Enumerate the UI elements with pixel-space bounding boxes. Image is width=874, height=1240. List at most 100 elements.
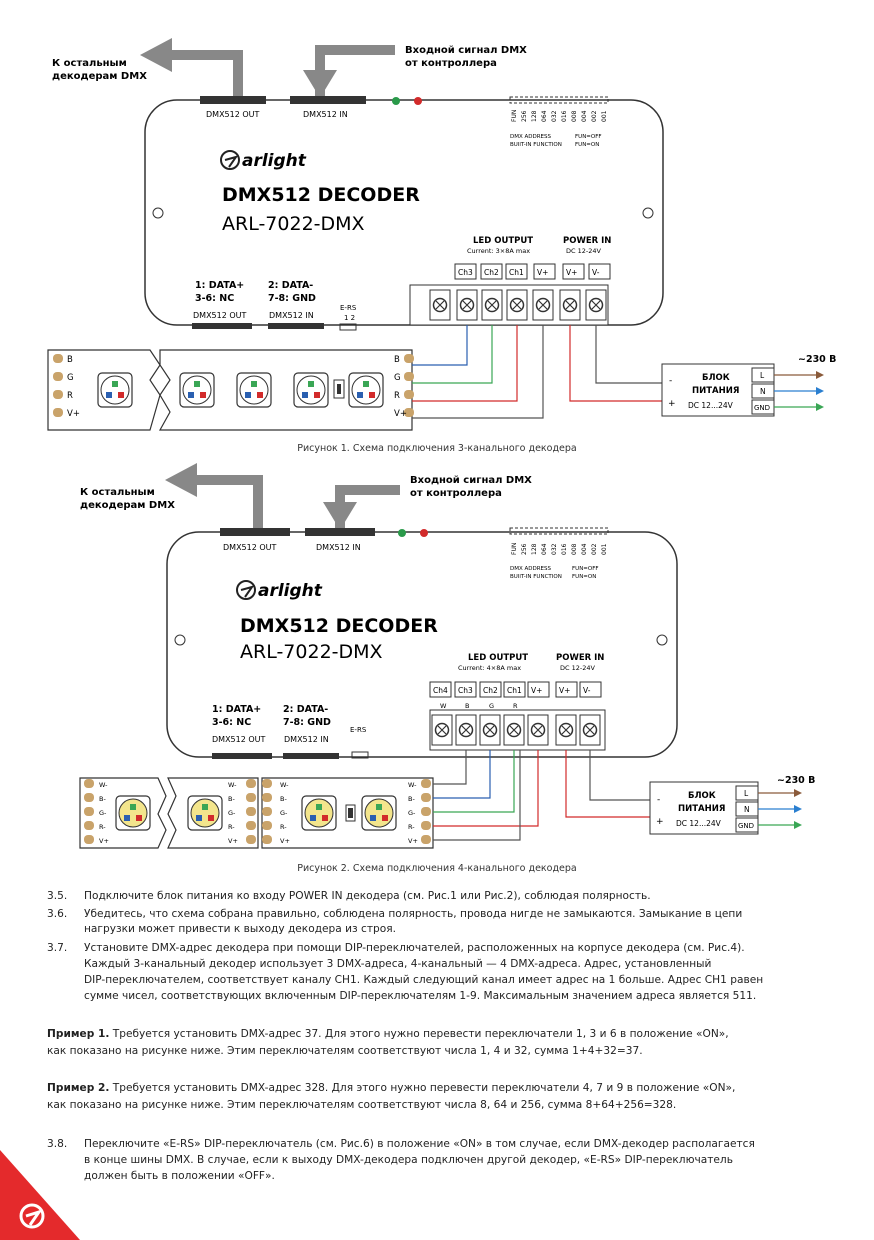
solder-pad (262, 835, 272, 844)
terminal-label-box (479, 681, 502, 698)
strip-pad-label: V+ (394, 409, 407, 419)
power-in-label: POWER IN (556, 653, 604, 663)
strip-pad-label: R (67, 391, 73, 401)
step-3-8-number: 3.8. (47, 1138, 68, 1150)
step-3-6-line-1: Убедитесь, что схема собрана правильно, … (84, 908, 743, 920)
port-out-label: DMX512 OUT (223, 543, 277, 552)
terminal-label-box (527, 681, 550, 698)
terminal-color-label: R (513, 702, 518, 710)
solder-pad (53, 372, 63, 381)
wire-psu-plus (569, 325, 662, 402)
label-to-other-2: декодерам DMX (80, 500, 175, 511)
solder-pad (262, 793, 272, 802)
terminal-label: Ch3 (458, 268, 473, 277)
dip-label: 256 (521, 110, 528, 122)
terminal-label: V- (583, 686, 591, 695)
wire-psu-plus (565, 750, 650, 818)
solder-pad (262, 807, 272, 816)
pin-gnd: 7-8: GND (283, 717, 331, 728)
strip-pad-label: B- (228, 795, 235, 803)
terminal-label-box (588, 263, 611, 280)
terminal-label-box (533, 263, 556, 280)
ers-label: E-RS (350, 726, 367, 734)
strip-pad-label: B- (99, 795, 106, 803)
pin-nc: 3-6: NC (212, 717, 251, 728)
bottom-port-in-label: DMX512 IN (284, 735, 329, 744)
solder-pad (246, 779, 256, 788)
step-3-7-line-2: Каждый 3-канальный декодер использует 3 … (84, 958, 712, 970)
psu-box (649, 781, 759, 835)
mount-hole-left (152, 207, 164, 219)
power-volt-label: DC 12-24V (560, 664, 595, 672)
dip-label: 001 (601, 543, 608, 555)
strip-pad-label: G (67, 373, 74, 383)
terminal-label-box (562, 263, 585, 280)
strip-pad-label: V+ (67, 409, 80, 419)
solder-pad (246, 807, 256, 816)
bottom-port-out (212, 753, 272, 759)
example-2-line-2: как показано на рисунке ниже. Этим перек… (47, 1099, 677, 1111)
svg-text:arlight: arlight (242, 151, 307, 171)
led-lens (118, 798, 148, 828)
builtin-label: BUIlT-IN FUNCTION (510, 142, 562, 148)
wire-blue (412, 325, 468, 366)
led-lens (100, 375, 130, 405)
strip-pad-label: G- (280, 809, 288, 817)
output-arrow (170, 50, 243, 100)
example-1-line-2: как показано на рисунке ниже. Этим перек… (47, 1045, 643, 1057)
wire-vplus (433, 750, 521, 841)
power-volt-label: DC 12-24V (566, 247, 601, 255)
label-to-other-2: декодерам DMX (52, 71, 147, 82)
strip-pad-label: R- (99, 823, 106, 831)
terminal-label-box (503, 681, 526, 698)
led-green (398, 529, 406, 537)
solder-pad (404, 390, 414, 399)
ers-nums: 1 2 (344, 314, 355, 322)
led-current-label: Current: 3×8A max (467, 247, 530, 255)
ers-switch (351, 751, 369, 759)
solder-pad (421, 835, 431, 844)
example-1-line-1: Требуется установить DMX-адрес 37. Для э… (109, 1028, 729, 1040)
wire-green (433, 750, 515, 813)
label-input-1: Входной сигнал DMX (410, 475, 532, 486)
wire-green (412, 325, 493, 384)
wire-psu-minus (589, 750, 650, 801)
step-3-7-line-1: Установите DMX-адрес декодера при помощи… (84, 942, 745, 954)
strip-pad-label: W- (408, 781, 417, 789)
power-in-label: POWER IN (563, 236, 611, 246)
psu-minus: - (669, 376, 672, 386)
solder-pad (246, 821, 256, 830)
psu-pin-n: N (760, 387, 766, 396)
dip-label: 064 (541, 543, 548, 555)
terminal-label: V- (592, 268, 600, 277)
strip-pad-label: B- (280, 795, 287, 803)
svg-text:arlight: arlight (258, 581, 323, 601)
output-arrow-head (165, 463, 197, 497)
mount-hole-right (642, 207, 654, 219)
led-lens (304, 798, 334, 828)
port-out-top (200, 96, 266, 104)
terminal-label-box (429, 681, 452, 698)
strip-pad-label: B (67, 355, 73, 365)
dip-label: 032 (551, 543, 558, 555)
label-input-1: Входной сигнал DMX (405, 45, 527, 56)
strip-pad-label: B (394, 355, 400, 365)
strip-pad-label: G- (228, 809, 236, 817)
strip-pad-label: R- (228, 823, 235, 831)
solder-pad (53, 408, 63, 417)
wire-vplus (412, 325, 544, 419)
led-red (420, 529, 428, 537)
label-to-other-1: К остальным (80, 487, 155, 498)
solder-pad (421, 793, 431, 802)
terminal-label-box (579, 681, 602, 698)
step-3-7-number: 3.7. (47, 942, 68, 954)
strip-pad-label: W- (228, 781, 237, 789)
solder-pad (262, 779, 272, 788)
terminal-label-box (555, 681, 578, 698)
solder-pad (84, 835, 94, 844)
dip-switch-block (509, 96, 609, 104)
mount-hole-right (656, 634, 668, 646)
decoder-model: ARL-7022-DMX (222, 213, 365, 235)
